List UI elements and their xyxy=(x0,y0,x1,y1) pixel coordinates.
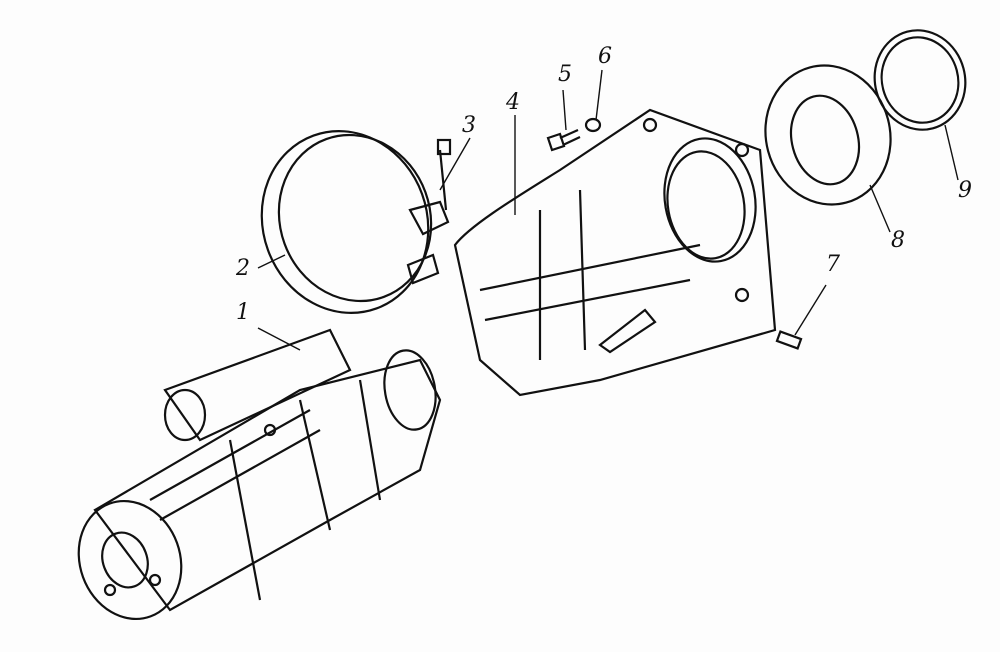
callout-label-3: 3 xyxy=(462,113,476,138)
washer xyxy=(584,117,602,133)
pin xyxy=(775,330,803,350)
callout-label-5: 5 xyxy=(558,62,572,87)
gasket-ring xyxy=(873,29,967,131)
seal-ring xyxy=(764,64,892,206)
callout-label-9: 9 xyxy=(958,178,972,203)
callout-label-7: 7 xyxy=(826,252,840,277)
clamp-band xyxy=(260,130,452,314)
callout-label-1: 1 xyxy=(236,300,250,325)
callout-label-6: 6 xyxy=(598,44,612,69)
housing xyxy=(453,108,777,397)
bolt xyxy=(546,128,581,152)
leader-lines xyxy=(257,69,959,351)
starter-motor xyxy=(77,328,442,621)
callout-label-2: 2 xyxy=(236,256,250,281)
callout-label-4: 4 xyxy=(506,90,520,115)
callout-label-8: 8 xyxy=(891,228,905,253)
